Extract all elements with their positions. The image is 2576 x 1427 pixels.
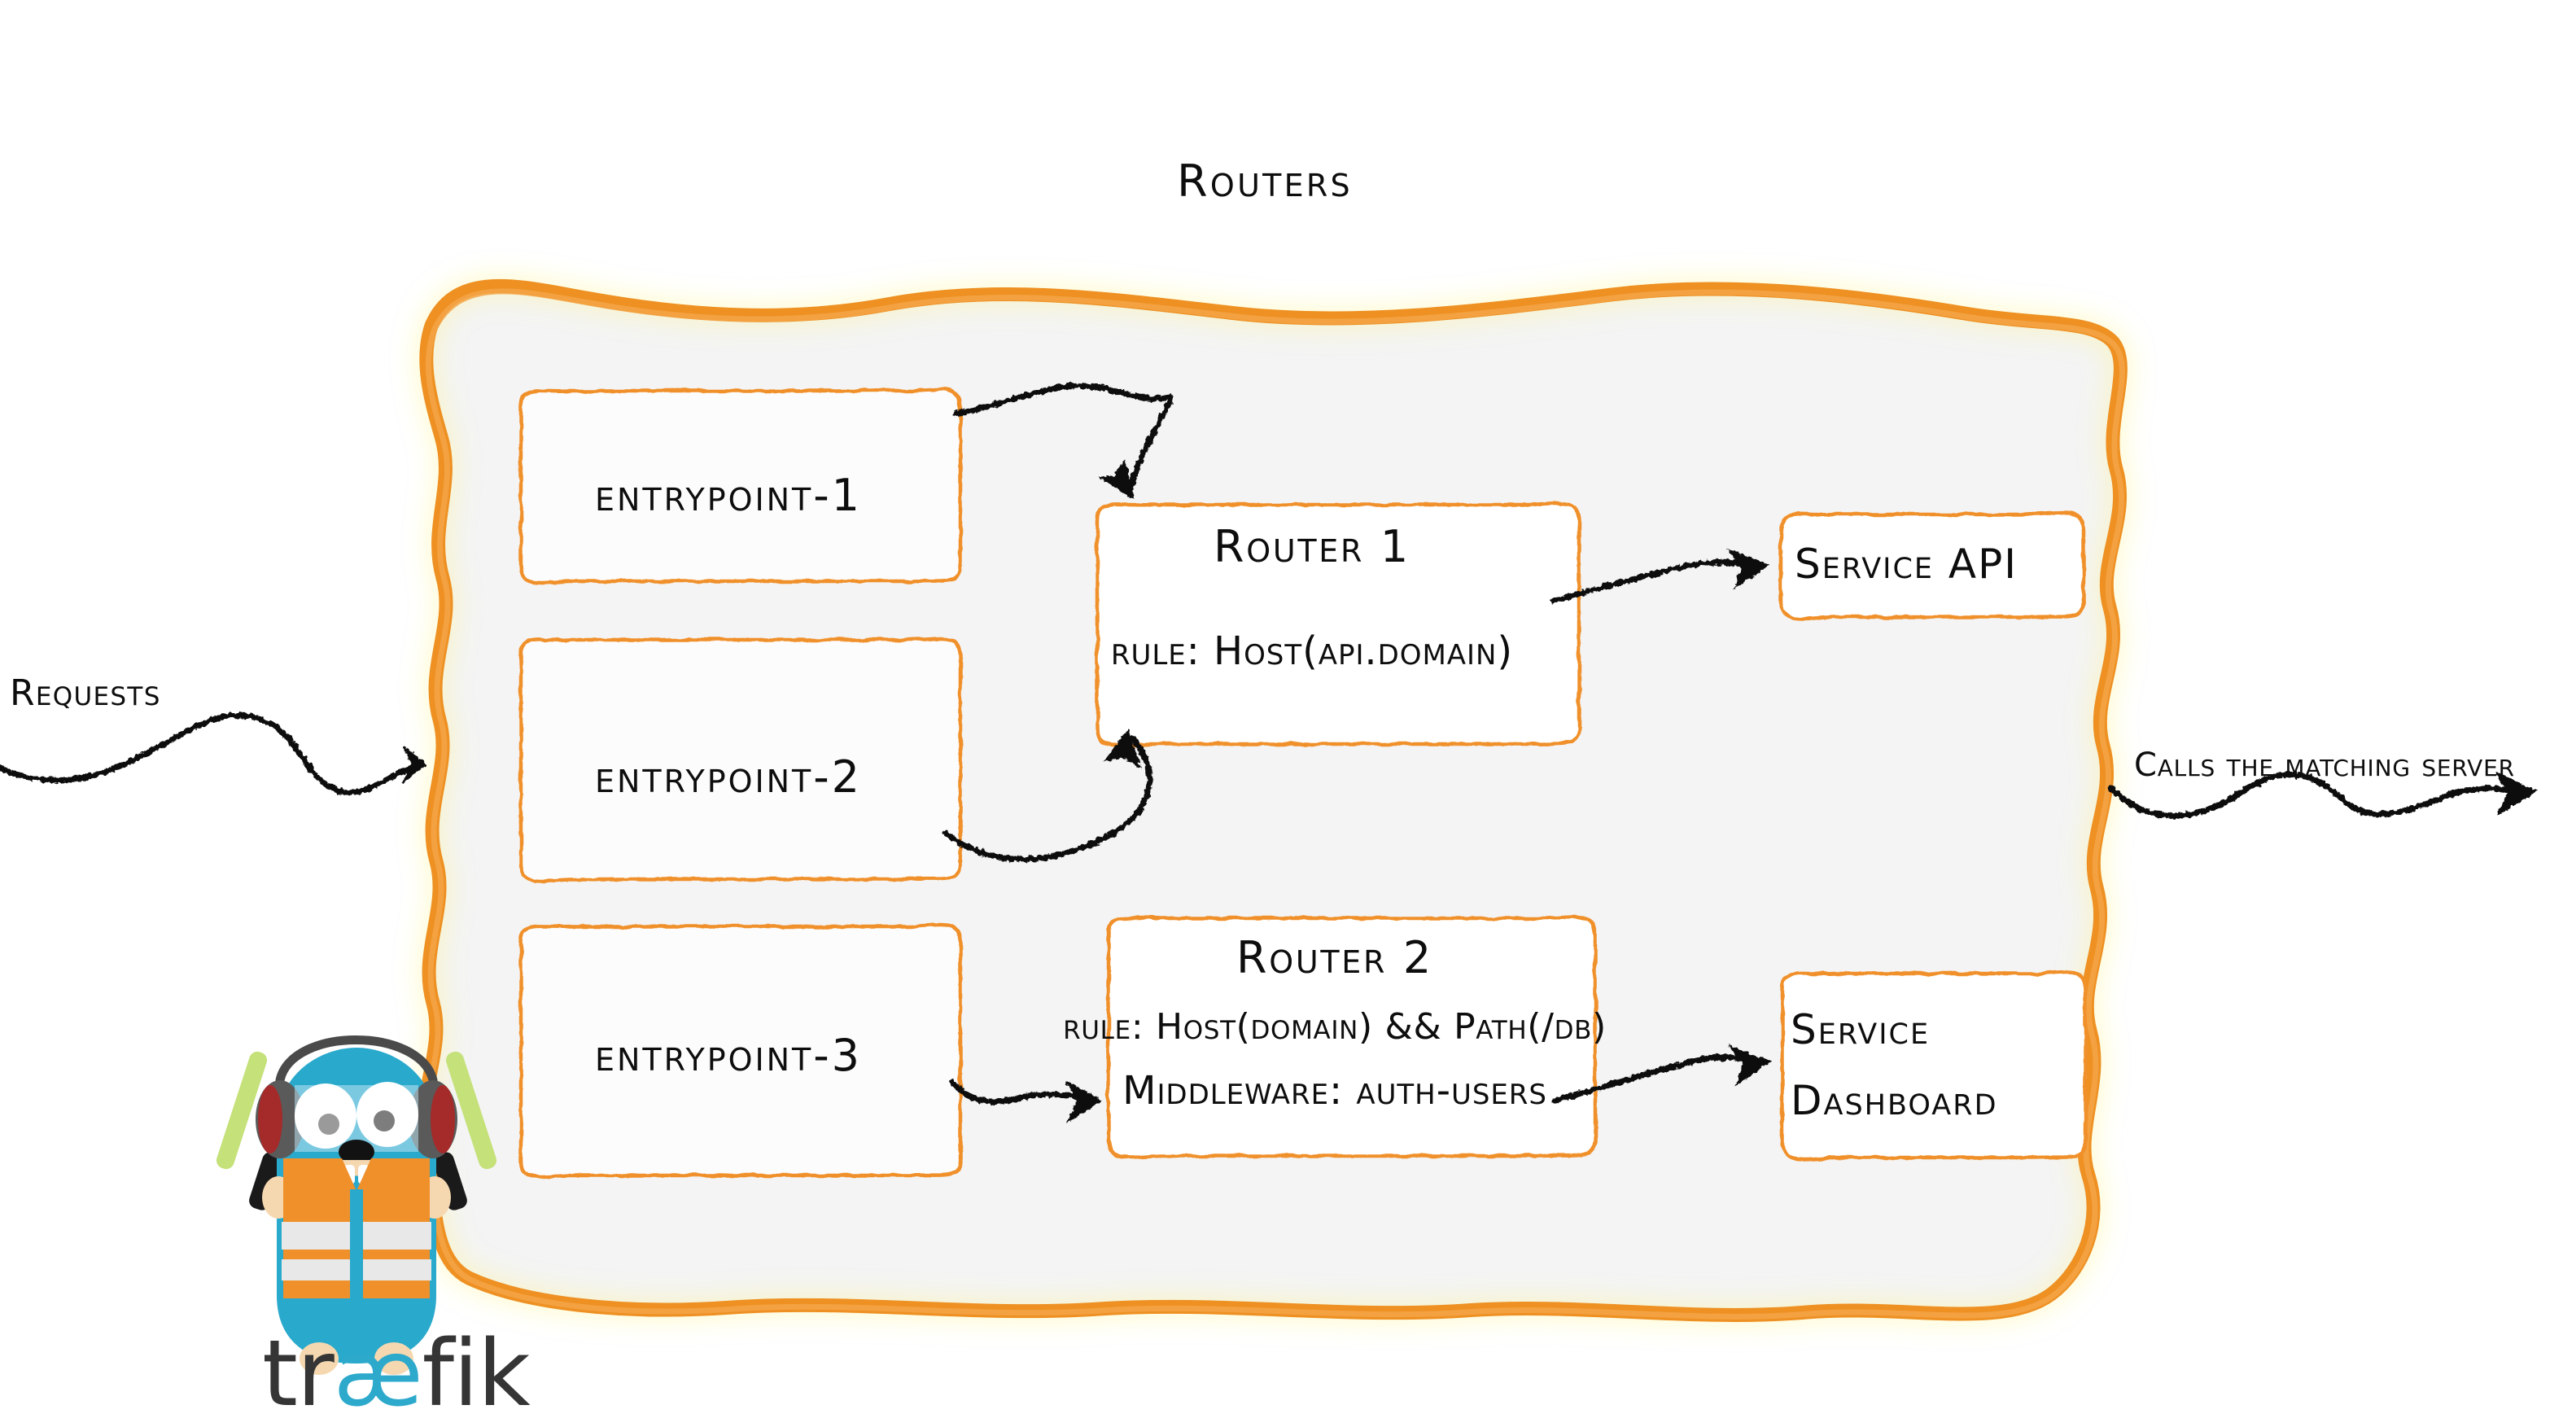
service-dashboard-label-line1: Service — [1791, 1006, 1931, 1053]
arrow-entrypoint2-to-router1 — [942, 729, 1152, 862]
entrypoint-1-label: entrypoint-1 — [595, 470, 862, 521]
service-api-box[interactable] — [1778, 510, 2086, 621]
wordmark-part-2: æ — [333, 1321, 423, 1427]
entrypoint-1-box[interactable] — [518, 387, 963, 585]
wordmark-part-3: fik — [422, 1321, 531, 1427]
router-2-box[interactable] — [1106, 914, 1598, 1160]
service-api-label: Service API — [1794, 541, 2018, 588]
router-2-middleware: Middleware: auth-users — [1122, 1068, 1547, 1114]
entrypoint-3-label: entrypoint-3 — [595, 1030, 862, 1081]
arrow-entrypoint1-to-router1 — [953, 383, 1174, 501]
page-title: Routers — [1177, 155, 1353, 207]
arrow-outbound-calls-server — [2108, 771, 2539, 819]
arrow-requests-inbound — [0, 712, 426, 796]
wordmark-part-1: tr — [262, 1321, 335, 1427]
router-2-title: Router 2 — [1236, 932, 1433, 983]
entrypoint-2-box[interactable] — [518, 636, 963, 883]
traefik-wordmark: træfik — [262, 1329, 531, 1420]
router-2-rule: rule: Host(domain) && Path(/db) — [1063, 1006, 1607, 1048]
router-1-rule: rule: Host(api.domain) — [1110, 628, 1514, 674]
arrow-entrypoint3-to-router2 — [949, 1079, 1102, 1124]
service-dashboard-label-line2: Dashboard — [1791, 1077, 1998, 1124]
entrypoint-3-box[interactable] — [518, 922, 963, 1180]
arrow-router1-to-service-api — [1550, 548, 1770, 604]
router-1-title: Router 1 — [1214, 521, 1410, 572]
service-dashboard-box[interactable] — [1780, 970, 2088, 1162]
outbound-flow-label: Calls the matching server — [2134, 746, 2515, 784]
inbound-flow-label: Requests — [10, 672, 161, 714]
entrypoint-2-label: entrypoint-2 — [595, 751, 862, 803]
arrow-router2-to-service-dashboard — [1551, 1044, 1772, 1104]
